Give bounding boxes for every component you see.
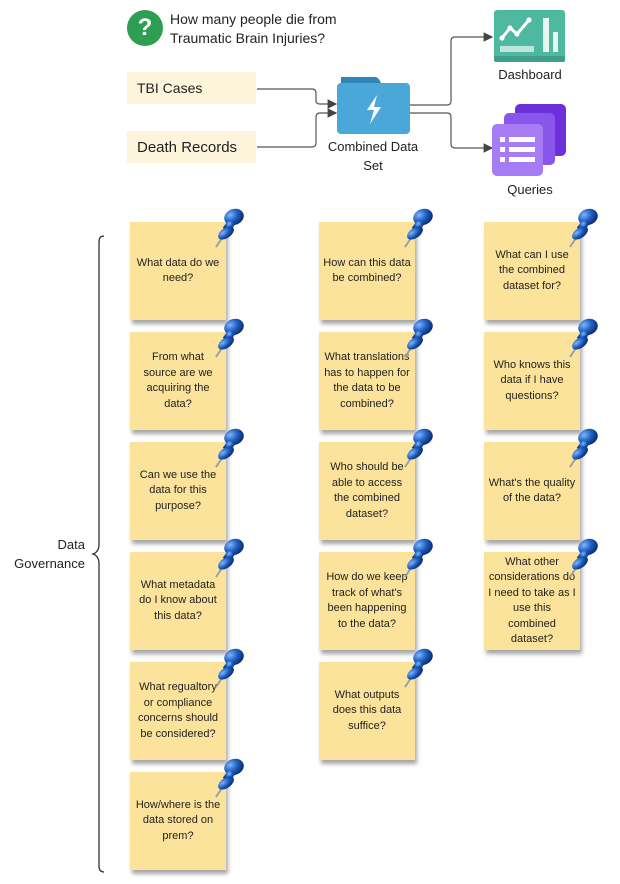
- pushpin: [397, 317, 437, 366]
- stacked-list-icon[interactable]: [492, 104, 567, 176]
- sticky-note[interactable]: What metadata do I know about this data?: [130, 552, 226, 650]
- pushpin: [208, 647, 248, 696]
- sticky-note-text: How do we keep track of what's been happ…: [326, 571, 408, 630]
- sticky-note-text: What outputs does this data suffice?: [332, 688, 402, 732]
- combined-label: Combined Data Set: [327, 139, 419, 173]
- sticky-note[interactable]: What regualtory or compliance concerns s…: [130, 662, 226, 760]
- pushpin-icon: [404, 208, 433, 248]
- sticky-note[interactable]: What can I use the combined dataset for?: [484, 222, 580, 320]
- question-title: How many people die from Traumatic Brain…: [170, 11, 337, 46]
- pushpin-icon: [404, 428, 433, 468]
- sticky-note[interactable]: Who should be able to access the combine…: [319, 442, 415, 540]
- sticky-note-text: How can this data be combined?: [323, 256, 411, 285]
- sticky-note[interactable]: Who knows this data if I have questions?: [484, 332, 580, 430]
- sticky-note-text: How/where is the data stored on prem?: [135, 798, 221, 842]
- pushpin: [562, 207, 602, 256]
- connector-tbi-to-combined: [257, 88, 338, 109]
- sticky-note[interactable]: From what source are we acquiring the da…: [130, 332, 226, 430]
- sticky-note[interactable]: What outputs does this data suffice?: [319, 662, 415, 760]
- pushpin: [208, 317, 248, 366]
- pushpin: [397, 207, 437, 256]
- sticky-note[interactable]: How/where is the data stored on prem?: [130, 772, 226, 870]
- connector-combined-to-queries: [409, 112, 494, 153]
- sticky-note-text: What can I use the combined dataset for?: [495, 248, 569, 292]
- sticky-note-text: What translations has to happen for the …: [324, 351, 410, 410]
- pushpin-icon: [569, 538, 598, 578]
- pushpin-icon: [569, 208, 598, 248]
- sticky-note[interactable]: What other considerations do I need to t…: [484, 552, 580, 650]
- sticky-note-text: Who knows this data if I have questions?: [493, 358, 571, 402]
- queries-label: Queries: [507, 182, 553, 197]
- connector-death-to-combined: [257, 108, 338, 148]
- sticky-note-text: From what source are we acquiring the da…: [143, 351, 213, 410]
- sticky-note-text: What regualtory or compliance concerns s…: [137, 681, 219, 740]
- sticky-note[interactable]: How do we keep track of what's been happ…: [319, 552, 415, 650]
- sticky-note-text: What data do we need?: [136, 256, 220, 285]
- question-circle-icon: ?: [127, 10, 163, 46]
- dashboard-chart-icon[interactable]: [494, 10, 565, 62]
- pushpin: [208, 427, 248, 476]
- sticky-note-text: Can we use the data for this purpose?: [139, 468, 217, 512]
- pushpin-icon: [215, 648, 244, 688]
- pushpin-icon: [569, 428, 598, 468]
- governance-label: Data Governance: [14, 537, 85, 571]
- pushpin-icon: [215, 208, 244, 248]
- source-label: TBI Cases: [137, 80, 203, 96]
- pushpin-icon: [215, 538, 244, 578]
- sticky-note[interactable]: Can we use the data for this purpose?: [130, 442, 226, 540]
- pushpin: [208, 207, 248, 256]
- pushpin-icon: [215, 428, 244, 468]
- pushpin-icon: [404, 538, 433, 578]
- pushpin: [397, 647, 437, 696]
- source-death-records[interactable]: Death Records: [127, 131, 256, 163]
- pushpin-icon: [404, 318, 433, 358]
- flow-connectors: [257, 32, 494, 153]
- pushpin-icon: [215, 318, 244, 358]
- pushpin: [562, 537, 602, 586]
- connector-combined-to-dashboard: [409, 32, 494, 106]
- pushpin: [208, 537, 248, 586]
- pushpin-icon: [404, 648, 433, 688]
- source-label: Death Records: [137, 138, 238, 156]
- sticky-note-text: What other considerations do I need to t…: [488, 555, 576, 646]
- pushpin: [208, 757, 248, 806]
- dashboard-label: Dashboard: [498, 67, 562, 82]
- pushpin-icon: [569, 318, 598, 358]
- pushpin: [397, 537, 437, 586]
- pushpin-icon: [215, 758, 244, 798]
- pushpin: [397, 427, 437, 476]
- pushpin: [562, 427, 602, 476]
- sticky-note[interactable]: What translations has to happen for the …: [319, 332, 415, 430]
- pushpin: [562, 317, 602, 366]
- folder-lightning-icon[interactable]: [337, 77, 410, 134]
- sticky-note[interactable]: What's the quality of the data?: [484, 442, 580, 540]
- sticky-note-text: What's the quality of the data?: [488, 476, 576, 505]
- sticky-note-text: Who should be able to access the combine…: [330, 461, 404, 520]
- source-tbi-cases[interactable]: TBI Cases: [127, 72, 256, 104]
- sticky-note[interactable]: What data do we need?: [130, 222, 226, 320]
- sticky-note[interactable]: How can this data be combined?: [319, 222, 415, 320]
- sticky-note-text: What metadata do I know about this data?: [139, 578, 217, 622]
- governance-brace: [90, 235, 105, 873]
